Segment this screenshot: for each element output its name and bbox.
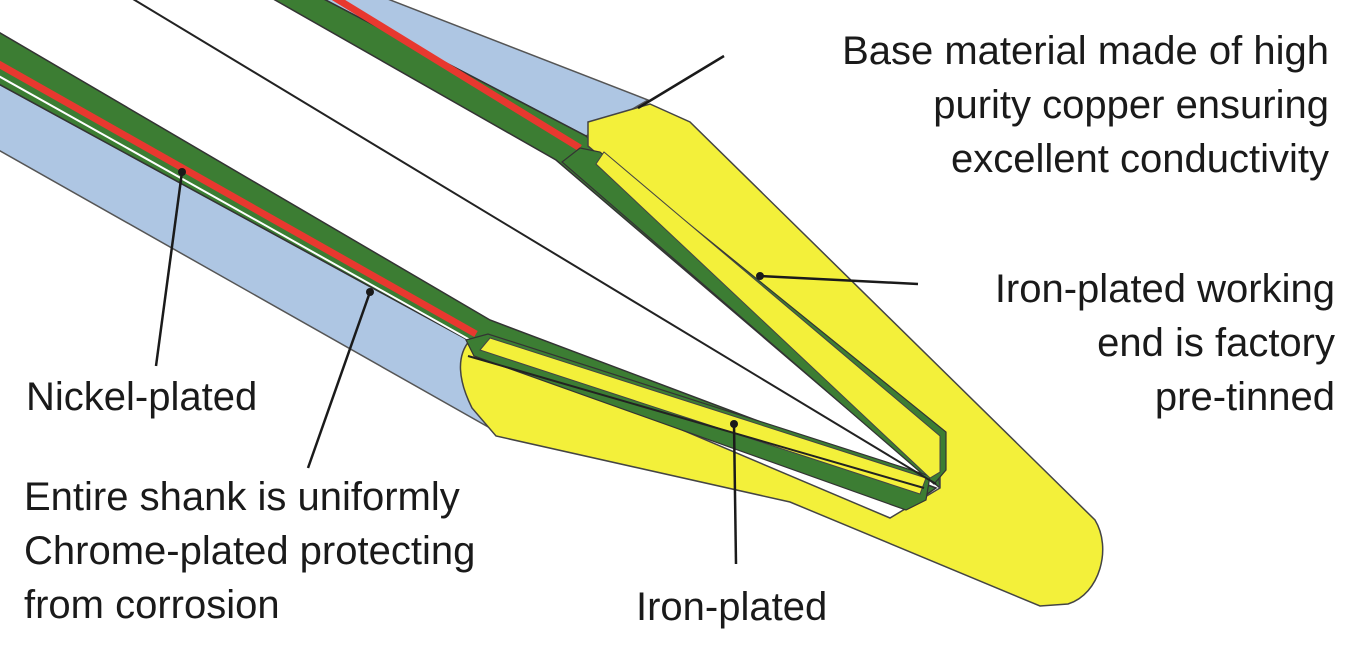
label-shank: Entire shank is uniformly Chrome-plated … [24,475,476,627]
upper-leg-nickel-layer [331,0,582,151]
leader-working-end [759,274,919,286]
upper-converging-line [132,0,937,485]
label-iron-plated: Iron-plated [636,585,828,629]
leader-nickel [154,171,184,367]
dot-iron-plated [730,420,738,428]
leader-shank [306,291,372,469]
lower-leg-chrome-highlight [0,75,471,341]
label-nickel-plated: Nickel-plated [26,375,258,419]
dot-nickel [178,168,186,176]
tip-inner-tin-upper [595,151,941,479]
tip-inner-tin-lower [479,337,927,495]
label-working-end: Iron-plated working end is factory pre-t… [994,267,1335,419]
label-base-material: Base material made of high purity copper… [842,29,1329,181]
lower-converging-line [467,355,925,489]
dot-working-end [756,272,764,280]
dot-shank [366,288,374,296]
leader-iron-plated [732,423,738,565]
leader-base-material [637,54,725,110]
lower-leg-nickel-layer [0,60,478,338]
